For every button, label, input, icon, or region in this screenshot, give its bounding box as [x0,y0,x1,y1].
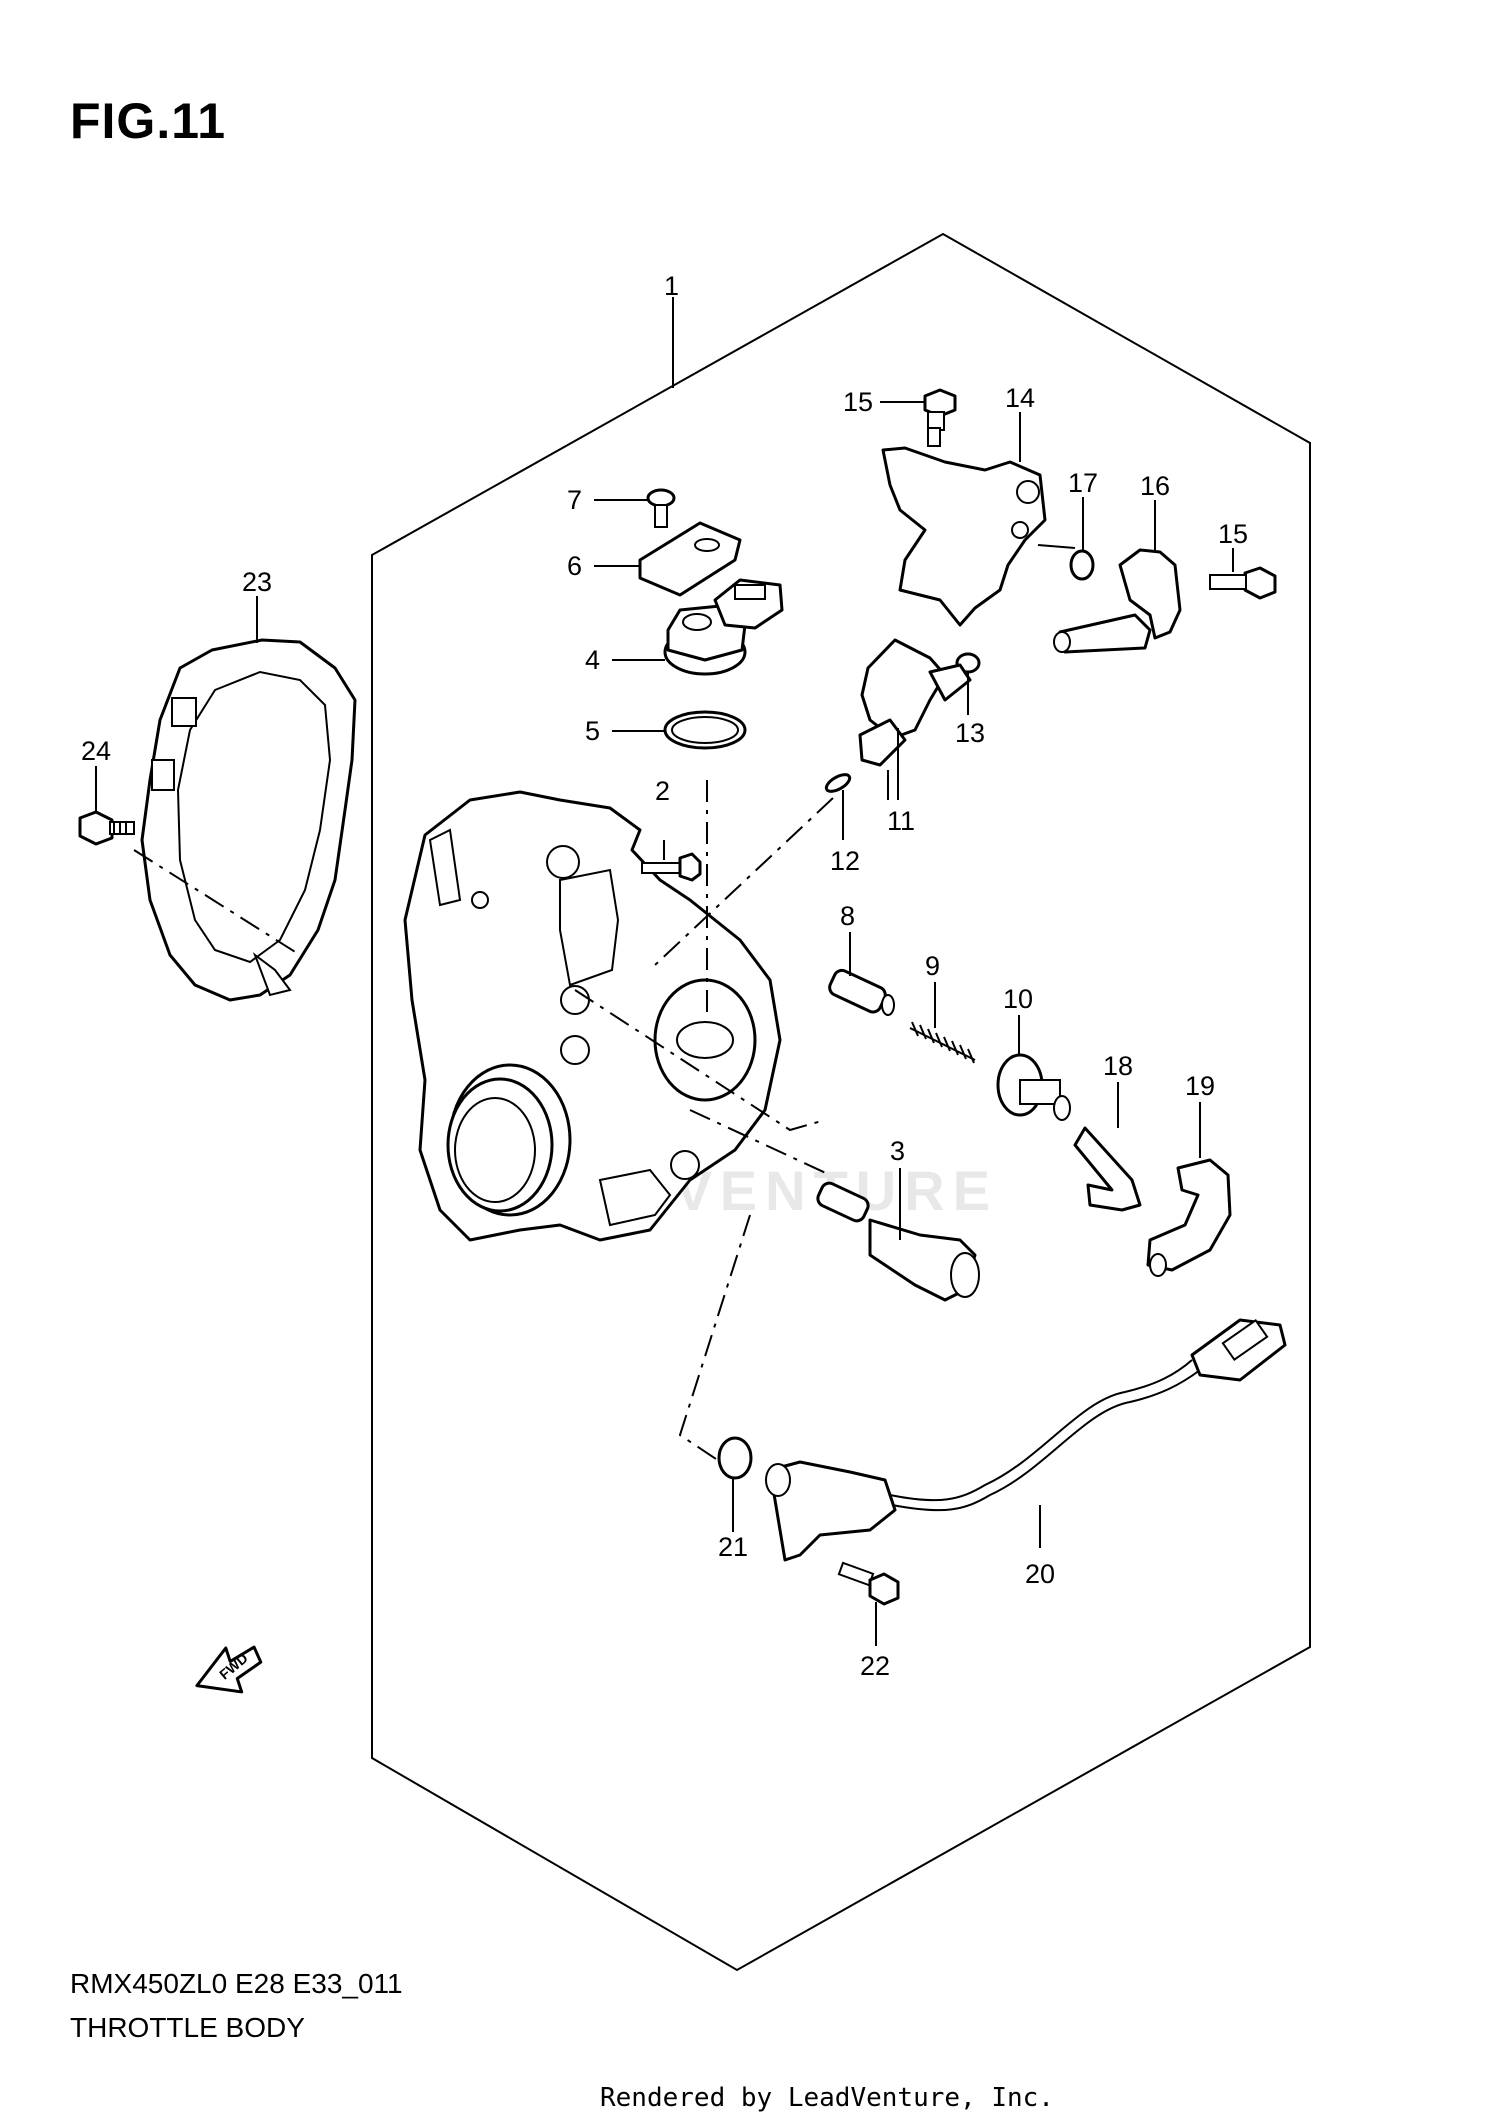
callout-24: 24 [81,736,111,766]
leader-14-to-16 [1037,544,1076,549]
diagram-code: RMX450ZL0 E28 E33_011 [70,1968,403,1999]
part-22-screw [837,1561,900,1606]
part-21-oring [717,1436,753,1480]
part-24-bolt [78,810,135,846]
callout-9: 9 [925,951,940,981]
part-1-throttle-body [403,790,782,1242]
part-17-oring [1069,549,1095,581]
part-7-screw [646,488,676,528]
part-20-sensor-harness [765,1318,1287,1562]
callout-17: 17 [1068,468,1098,498]
part-19-elbow [1146,1158,1232,1277]
part-18-hose [1073,1126,1142,1212]
part-5-oring-inner [671,716,739,744]
callout-11: 11 [887,806,915,836]
callout-19: 19 [1185,1071,1215,1101]
callout-20: 20 [1025,1559,1055,1589]
part-12-oring [824,773,852,793]
part-16-fitting [1053,548,1182,654]
callout-5: 5 [585,716,600,746]
assembly-boundary [371,232,1311,1972]
part-8-pin [828,968,895,1016]
callout-2: 2 [655,776,670,806]
callout-7: 7 [567,485,582,515]
part-23-cover [140,638,357,1002]
callout-3: 3 [890,1136,905,1166]
callout-21: 21 [718,1532,748,1562]
part-11-injector [858,638,972,800]
callout-10: 10 [1003,984,1033,1014]
callout-4: 4 [585,645,600,675]
callout-12: 12 [830,846,860,876]
callout-8: 8 [840,901,855,931]
part-2-screw [641,852,702,882]
callout-18: 18 [1103,1051,1133,1081]
callout-1: 1 [664,271,679,301]
render-credit: Rendered by LeadVenture, Inc. [600,2083,1054,2113]
part-15-bolt-top [923,388,957,447]
part-15-bolt-right [1209,566,1277,600]
section-title: THROTTLE BODY [70,2012,305,2043]
part-4-sensor [663,578,784,676]
part-10-adjuster [996,1053,1071,1121]
callout-15b: 15 [1218,519,1248,549]
leader-24-to-cover [133,849,301,956]
fwd-arrow-icon: FWD [195,1645,263,1694]
callout-14: 14 [1005,383,1035,413]
callout-23: 23 [242,567,272,597]
leader-3-axis [689,1109,831,1176]
callout-6: 6 [567,551,582,581]
figure-title: FIG.11 [70,93,227,149]
callout-15a: 15 [843,387,873,417]
part-14-holder [881,446,1047,627]
part-3-idle-screw [816,1181,980,1302]
part-6-bracket [638,521,742,597]
leader-8-axis [574,989,826,1132]
part-9-spring [909,1021,976,1064]
callout-16: 16 [1140,471,1170,501]
callout-22: 22 [860,1651,890,1681]
leader-21-axis [678,1214,751,1476]
callout-13: 13 [955,718,985,748]
